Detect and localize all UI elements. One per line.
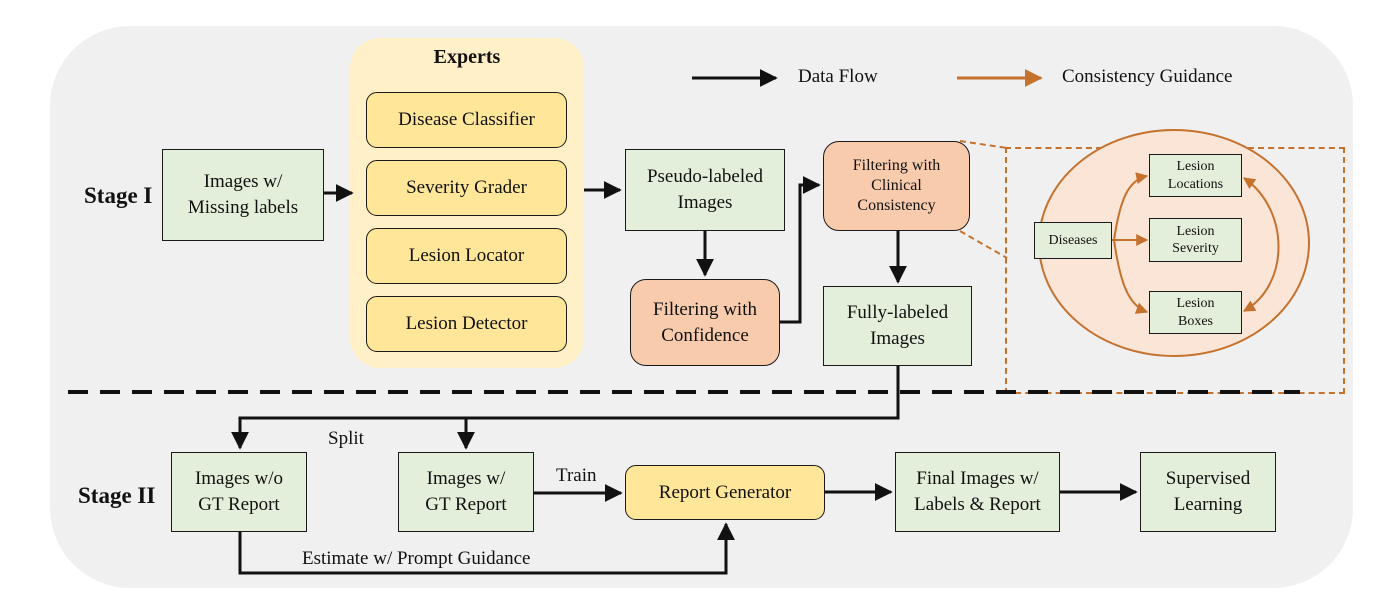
detail-diseases: Diseases [1034,222,1112,259]
stage-1-label: Stage I [84,183,153,208]
node-fully-labeled-images: Fully-labeled Images [823,286,972,366]
stage-2-label: Stage II [78,483,156,508]
edge-label-train: Train [556,465,597,486]
arrow-confidence-to-clinical [780,176,821,324]
arrow-estimate-prompt [238,522,735,575]
arrow-fully-to-split [231,366,900,450]
legend-consistency-guidance-label: Consistency Guidance [1062,66,1233,87]
node-images-missing-labels: Images w/ Missing labels [162,149,324,241]
zoom-line-top [959,140,1008,149]
zoom-line-bottom [959,230,1008,259]
node-pseudo-labeled-images: Pseudo-labeled Images [625,149,785,231]
detail-lesion-boxes: Lesion Boxes [1149,291,1242,334]
node-supervised-learning: Supervised Learning [1140,452,1276,532]
edge-label-estimate: Estimate w/ Prompt Guidance [302,548,531,569]
node-report-generator: Report Generator [625,465,825,520]
node-images-w-gt-report: Images w/ GT Report [398,452,534,532]
detail-lesion-locations: Lesion Locations [1149,154,1242,197]
node-images-wo-gt-report: Images w/o GT Report [171,452,307,532]
expert-lesion-locator: Lesion Locator [366,228,567,284]
node-filtering-confidence: Filtering with Confidence [630,279,780,366]
detail-lesion-severity: Lesion Severity [1149,218,1242,262]
expert-lesion-detector: Lesion Detector [366,296,567,352]
expert-severity-grader: Severity Grader [366,160,567,216]
edge-label-split: Split [328,428,364,449]
node-final-images: Final Images w/ Labels & Report [895,452,1060,532]
legend-data-flow-label: Data Flow [798,66,878,87]
expert-disease-classifier: Disease Classifier [366,92,567,148]
experts-title: Experts [433,46,501,68]
node-filtering-clinical-consistency: Filtering with Clinical Consistency [823,141,970,231]
